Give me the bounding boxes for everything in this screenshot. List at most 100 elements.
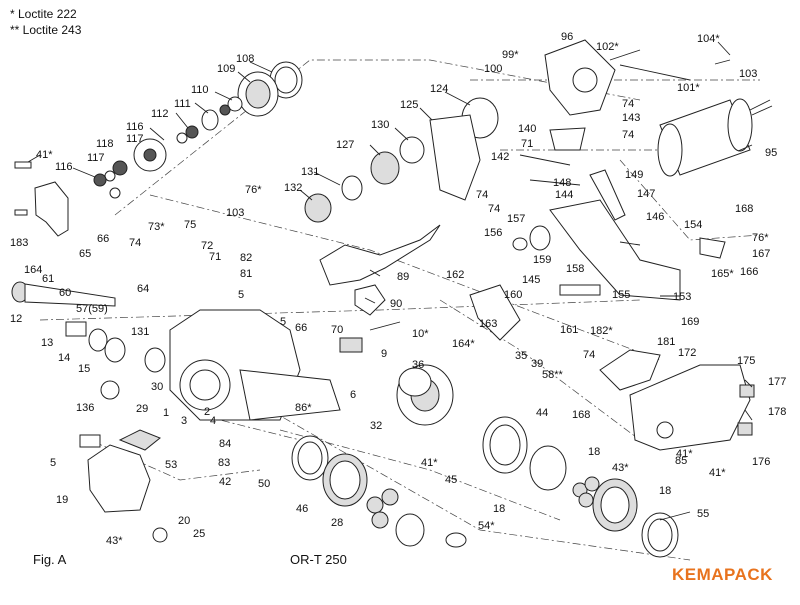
callout-label: 44	[536, 407, 548, 419]
callout-label: 117	[126, 133, 144, 145]
lever-172	[599, 349, 661, 391]
bush-157	[529, 225, 551, 251]
belt-162	[469, 284, 521, 341]
callout-label: 50	[258, 478, 270, 490]
carrier-25	[395, 513, 425, 547]
callout-label: 39	[531, 358, 543, 370]
callout-label: 130	[371, 119, 389, 131]
part-177	[739, 384, 755, 398]
bearing-117	[112, 160, 128, 176]
callout-label: 109	[217, 63, 235, 75]
callout-label: 81	[240, 268, 252, 280]
callout-label: 64	[137, 283, 149, 295]
bearing-116	[93, 173, 107, 187]
ring-136	[100, 380, 120, 400]
callout-label: 86*	[295, 402, 312, 414]
callout-label: 169	[681, 316, 699, 328]
bracket-183	[34, 181, 69, 237]
callout-label: 3	[181, 415, 187, 427]
ring-130	[399, 136, 425, 164]
callout-label: 5	[238, 289, 244, 301]
callout-label: 140	[518, 123, 536, 135]
callout-label: 82	[240, 252, 252, 264]
callout-label: 18	[588, 446, 600, 458]
callout-label: 74	[583, 349, 595, 361]
callout-label: 117	[87, 152, 105, 164]
callout-label: 12	[10, 313, 22, 325]
callout-label: 60	[59, 287, 71, 299]
callout-label: 103	[226, 207, 244, 219]
callout-label: 41*	[709, 467, 726, 479]
callout-label: 116	[55, 161, 73, 173]
callout-label: 127	[336, 139, 354, 151]
callout-label: 158	[566, 263, 584, 275]
callout-label: 118	[96, 138, 114, 150]
callout-label: 6	[350, 389, 356, 401]
callout-label: 142	[491, 151, 509, 163]
callout-label: 71	[209, 251, 221, 263]
callout-label: 153	[673, 291, 691, 303]
callout-label: 2	[204, 406, 210, 418]
axis-lines	[39, 59, 761, 561]
callout-label: 124	[430, 83, 448, 95]
callout-label: 70	[331, 324, 343, 336]
callout-label: 161	[560, 324, 578, 336]
callout-label: 99*	[502, 49, 519, 61]
callout-label: 42	[219, 476, 231, 488]
washer-55	[152, 527, 168, 543]
callout-label: 131	[131, 326, 149, 338]
callout-label: 103	[739, 68, 757, 80]
callout-label: 164	[24, 264, 42, 276]
base-2	[239, 369, 341, 421]
brand-logo: KEMAPACK	[672, 565, 773, 584]
gear-127	[370, 151, 400, 185]
callout-label: 76*	[752, 232, 769, 244]
ring-111	[201, 109, 219, 131]
callout-label: 41*	[676, 448, 693, 460]
washer-110	[227, 96, 243, 112]
callout-label: 4	[210, 415, 216, 427]
callout-label: 13	[41, 337, 53, 349]
plate-166	[699, 237, 726, 259]
callout-label: 35	[515, 350, 527, 362]
bracket-140	[549, 127, 586, 151]
callout-label: 100	[484, 63, 502, 75]
callout-label: 155	[612, 289, 630, 301]
callout-label: 143	[622, 112, 640, 124]
callout-label: 83	[218, 457, 230, 469]
shaft-155	[559, 284, 601, 296]
ring-15	[104, 337, 126, 363]
callout-label: 177	[768, 376, 786, 388]
loctite-note-243: ** Loctite 243	[10, 23, 82, 37]
gear-20	[366, 496, 384, 514]
callout-label: 74	[129, 237, 141, 249]
callout-label: 172	[678, 347, 696, 359]
callout-label: 9	[381, 348, 387, 360]
ring-14	[88, 328, 108, 352]
callout-label: 147	[637, 188, 655, 200]
callout-label: 5	[50, 457, 56, 469]
callout-label: 5	[280, 316, 286, 328]
callout-label: 66	[295, 322, 307, 334]
callout-label: 148	[553, 177, 571, 189]
callout-label: 85	[675, 455, 687, 467]
callout-label: 104*	[697, 33, 720, 45]
callout-label: 168	[572, 409, 590, 421]
part-36	[398, 367, 432, 397]
callout-label: 111	[174, 98, 191, 110]
callout-label: 96	[561, 31, 573, 43]
callout-label: 14	[58, 352, 70, 364]
callout-label: 108	[236, 53, 254, 65]
ring-131	[144, 347, 166, 373]
sleeve-13	[65, 321, 87, 337]
callout-label: 74	[488, 203, 500, 215]
washer-28	[445, 532, 467, 548]
bearing-131	[341, 175, 363, 201]
callout-label: 45	[445, 474, 457, 486]
callout-label: 72	[201, 240, 213, 252]
callout-label: 110	[191, 84, 209, 96]
callout-label: 66	[97, 233, 109, 245]
callout-label: 156	[484, 227, 502, 239]
callout-label: 74	[476, 189, 488, 201]
